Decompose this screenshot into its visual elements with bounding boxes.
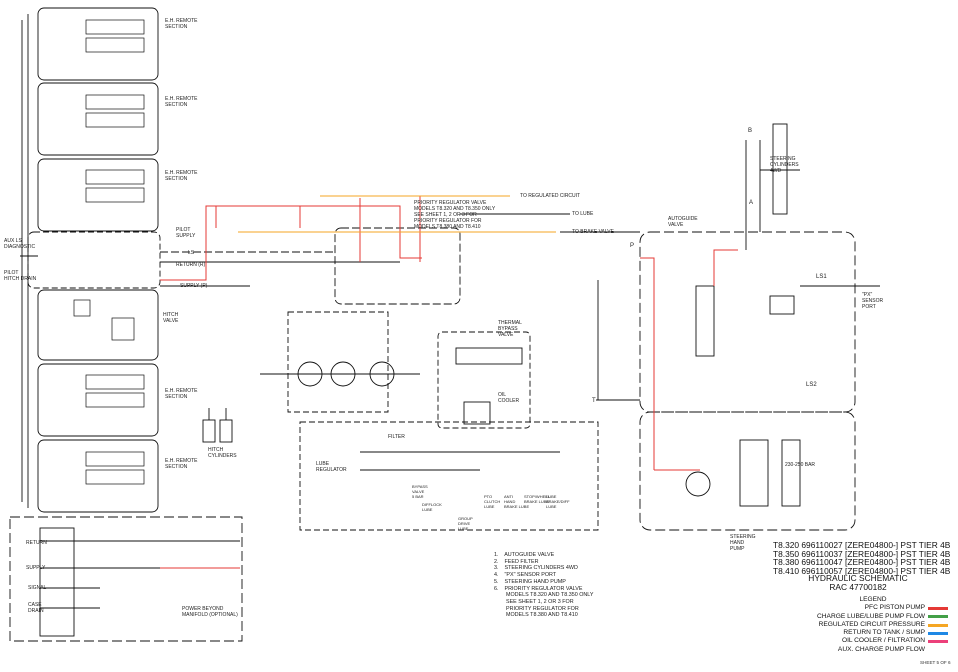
steering-cylinders-symbol (745, 123, 800, 250)
port-b-label: B (748, 128, 753, 134)
note-item: 1. AUTOGUIDE VALVE (494, 552, 555, 558)
power-beyond-label: POWER BEYOND MANIFOLD (OPTIONAL) (182, 606, 238, 618)
hitch-cylinders-symbol (202, 408, 233, 443)
lube-outlet-label-4: STOP/WHEEL BRAKE LUBE (524, 494, 551, 504)
steering-pump-label: STEERING HAND PUMP (730, 534, 756, 552)
note-item: PRIORITY REGULATOR FOR (494, 605, 579, 612)
remote-section-label-2: E.H. REMOTE SECTION (165, 96, 198, 108)
legend-item: RETURN TO TANK / SUMP (758, 629, 948, 637)
legend-item: OIL COOLER / FILTRATION (758, 637, 948, 645)
port-t-label: T (592, 398, 596, 404)
aux-ls-label: AUX LS DIAGNOSTIC (4, 238, 36, 250)
supply-p-label: SUPPLY (P) (180, 283, 208, 289)
lube-outlet-label-1: DIFFLOCK LUBE (422, 502, 442, 512)
model-line: T8.350 696110037 [ZERE04800-] PST TIER 4… (773, 548, 951, 559)
signal-port-label: SIGNAL (28, 585, 47, 591)
port-a-label: A (749, 200, 754, 206)
model-line: T8.380 696110047 [ZERE04800-] PST TIER 4… (773, 557, 951, 568)
title-block: HYDRAULIC SCHEMATIC RAC 47700182 (773, 574, 943, 591)
legend-swatch (928, 640, 948, 644)
pilot-supply-label: PILOT SUPPLY (176, 227, 196, 239)
pilot-hitch-label: PILOT HITCH DRAIN (4, 270, 37, 282)
remote-section-label-5: E.H. REMOTE SECTION (165, 458, 198, 470)
note-item: SEE SHEET 1, 2 OR 3 FOR (494, 598, 574, 605)
legend-swatch (928, 606, 948, 610)
lube-outlet-label-5: LUBE BRAKE/DIFF LUBE (546, 494, 570, 509)
legend-item: PFC PISTON PUMP (758, 604, 948, 612)
model-line: T8.410 696110057 [ZERE04800-] PST TIER 4… (773, 566, 951, 577)
note-item: MODELS T8.320 AND T8.350 ONLY (494, 592, 594, 599)
bar-label: 230-250 BAR (785, 462, 816, 468)
to-regulated-label: TO REGULATED CIRCUIT (520, 193, 581, 199)
schematic-title: HYDRAULIC SCHEMATIC (808, 573, 908, 583)
pump-group-symbol (260, 311, 420, 413)
lube-outlet-label-3: ANTI HAND BRAKE LUBE (504, 494, 530, 509)
lube-outlet-label-2: PTO CLUTCH LUBE (484, 494, 501, 509)
remote-section-label-1: E.H. REMOTE SECTION (165, 18, 198, 30)
autoguide-valve-label: AUTOGUIDE VALVE (668, 216, 698, 228)
note-item: 5. STEERING HAND PUMP (494, 578, 566, 585)
to-brake-label: TO BRAKE VALVE (572, 229, 614, 235)
ls1-label: LS1 (816, 274, 827, 280)
legend-swatch (928, 623, 948, 627)
legend-item: CHARGE LUBE/LUBE PUMP FLOW (758, 613, 948, 621)
legend-item-label: REGULATED CIRCUIT PRESSURE (818, 620, 925, 628)
note-item: MODELS T8.380 AND T8.410 (494, 612, 578, 619)
lube-outlet-label-0: BYPASS VALVE 5 BAR (412, 484, 428, 499)
rac-number: RAC 47700182 (829, 581, 887, 592)
legend-item-label: CHARGE LUBE/LUBE PUMP FLOW (817, 612, 925, 620)
model-line: T8.320 696110027 [ZERE04800-] PST TIER 4… (773, 540, 951, 550)
legend: LEGEND PFC PISTON PUMP CHARGE LUBE/LUBE … (758, 596, 948, 654)
return-r-label: RETURN (R) (176, 262, 206, 268)
hitch-valve-label: HITCH VALVE (163, 312, 179, 324)
to-lube-label: TO LUBE (572, 211, 594, 217)
note-item: 4. "PX" SENSOR PORT (494, 572, 557, 579)
legend-item-label: AUX. CHARGE PUMP FLOW (837, 645, 925, 653)
priority-valve-label: PRIORITY REGULATOR VALVE MODELS T8.320 A… (414, 200, 496, 230)
legend-header: LEGEND (859, 596, 887, 603)
lube-outlet-label-6: GROUP DRIVE LUBE (458, 516, 473, 531)
note-item: 6. PRIORITY REGULATOR VALVE (494, 585, 583, 592)
port-p-label: P (630, 243, 635, 249)
note-item: 3. STEERING CYLINDERS 4WD (494, 565, 578, 572)
remote-section-label-4: E.H. REMOTE SECTION (165, 388, 198, 400)
legend-item-label: OIL COOLER / FILTRATION (841, 637, 925, 645)
ls-label: LS (188, 250, 195, 256)
legend-swatch (928, 631, 948, 635)
filter-label: FILTER (388, 434, 405, 440)
case-drain-label: CASE DRAIN (28, 602, 44, 614)
hitch-cylinders-label: HITCH CYLINDERS (208, 447, 237, 459)
lube-regulator-label: LUBE REGULATOR (316, 461, 347, 473)
notes-list: 1. AUTOGUIDE VALVE 2. FEED FILTER 3. STE… (494, 552, 593, 619)
legend-swatch (928, 615, 948, 619)
steering-cylinders-label: STEERING CYLINDERS 4WD (770, 156, 799, 174)
remote-section-label-3: E.H. REMOTE SECTION (165, 170, 198, 182)
legend-item-label: RETURN TO TANK / SUMP (843, 629, 925, 637)
model-list: T8.320 696110027 [ZERE04800-] PST TIER 4… (773, 541, 950, 576)
thermal-bypass-label: THERMAL BYPASS VALVE (498, 320, 522, 338)
oil-cooler-label: OIL COOLER (498, 392, 520, 404)
supply-port-label: SUPPLY (26, 565, 46, 571)
sheet-number: SHEET 5 OF 6 (920, 660, 951, 665)
legend-item: REGULATED CIRCUIT PRESSURE (758, 621, 948, 629)
remote-valve-stack (20, 7, 161, 513)
legend-item-label: PFC PISTON PUMP (864, 604, 925, 612)
legend-swatch (928, 648, 948, 652)
return-port-label: RETURN (26, 540, 47, 546)
px-sensor-label: "PX" SENSOR PORT (862, 292, 884, 310)
note-item: 2. FEED FILTER (494, 558, 539, 565)
ls2-label: LS2 (806, 382, 817, 388)
legend-item: AUX. CHARGE PUMP FLOW (758, 646, 948, 654)
